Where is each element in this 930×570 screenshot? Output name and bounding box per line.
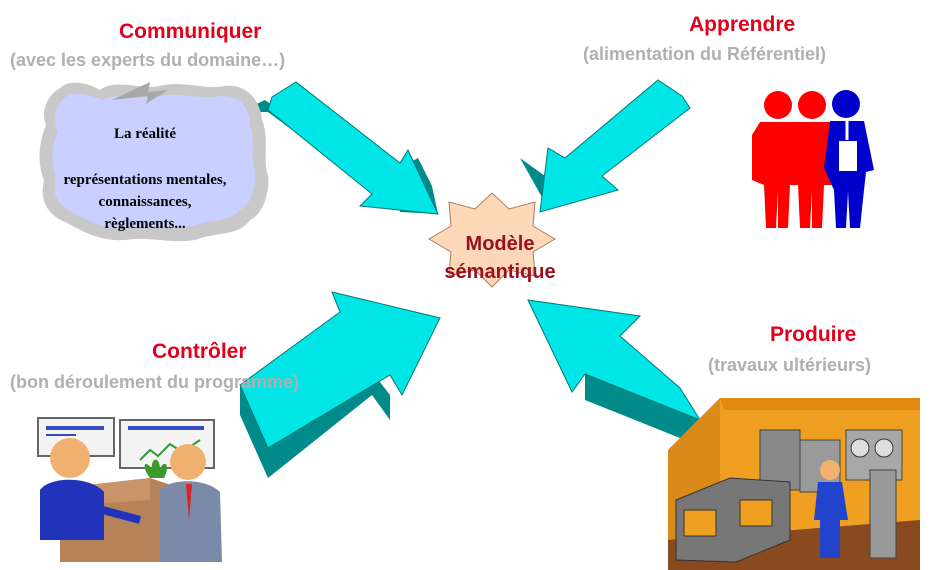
- center-label-line2: sémantique: [444, 261, 556, 283]
- cloud-line-2: connaissances,: [98, 194, 192, 210]
- title-produire: Produire: [770, 323, 857, 346]
- subtitle-controler: (bon déroulement du programme): [10, 372, 300, 392]
- center-label: Modèle sémantique: [420, 230, 580, 286]
- arrow-top-right: [520, 79, 691, 213]
- arrow-bottom-right: [527, 299, 702, 446]
- office-scene: [37, 417, 222, 562]
- arrow-bottom-left: [239, 291, 441, 478]
- arrow-top-left: [240, 81, 439, 215]
- center-star-shape: [428, 192, 556, 288]
- subtitle-produire: (travaux ultérieurs): [708, 355, 872, 375]
- cloud-line-1: représentations mentales,: [63, 172, 227, 188]
- center-label-line1: Modèle: [465, 233, 535, 255]
- title-controler: Contrôler: [152, 340, 247, 363]
- title-apprendre: Apprendre: [689, 13, 796, 36]
- cloud-line-3: règlements...: [104, 216, 186, 232]
- cloud-heading: La réalité: [113, 126, 177, 142]
- subtitle-communiquer: (avec les experts du domaine…): [10, 50, 286, 70]
- title-communiquer: Communiquer: [119, 20, 262, 43]
- factory-scene: [668, 398, 920, 570]
- subtitle-apprendre: (alimentation du Référentiel): [583, 44, 827, 64]
- reality-cloud: [39, 82, 269, 242]
- people-icon: [752, 90, 874, 228]
